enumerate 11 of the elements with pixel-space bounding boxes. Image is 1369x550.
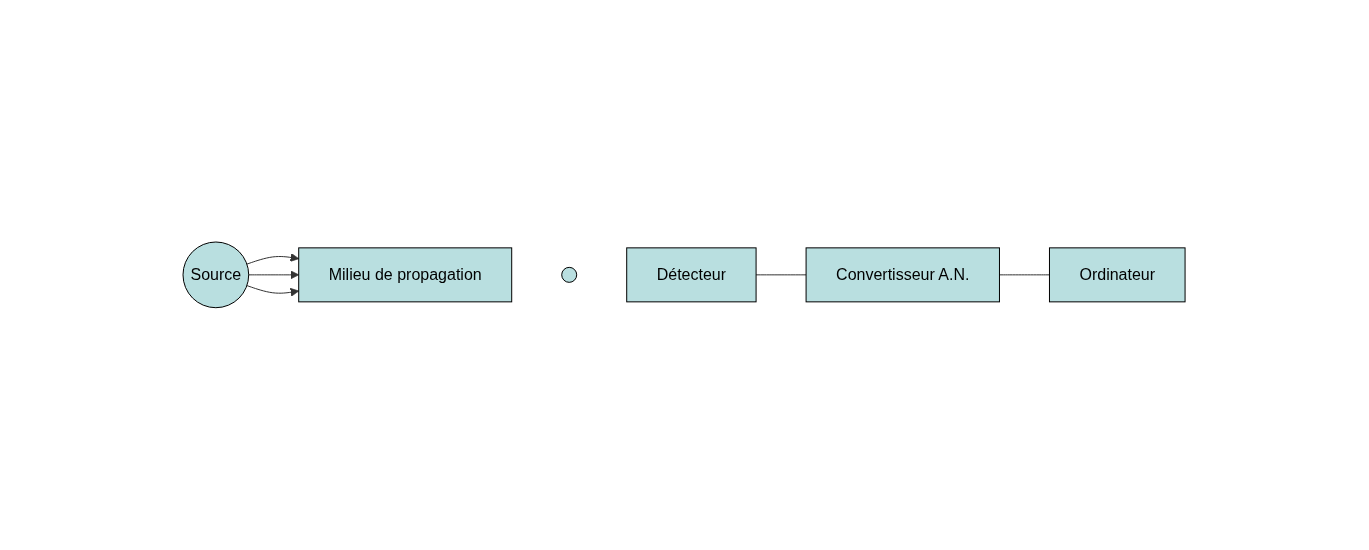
node-box: Détecteur: [626, 247, 758, 303]
connector: [756, 274, 808, 276]
node-box: Convertisseur A.N.: [806, 247, 1001, 303]
arrow: [248, 270, 300, 280]
node-circle: Source: [182, 241, 250, 309]
node-circle: [561, 267, 578, 283]
node-box: Ordinateur: [1049, 247, 1187, 303]
node-box: Milieu de propagation: [298, 247, 513, 303]
arrow: [246, 285, 300, 297]
arrow: [246, 253, 300, 265]
connector: [999, 274, 1051, 276]
